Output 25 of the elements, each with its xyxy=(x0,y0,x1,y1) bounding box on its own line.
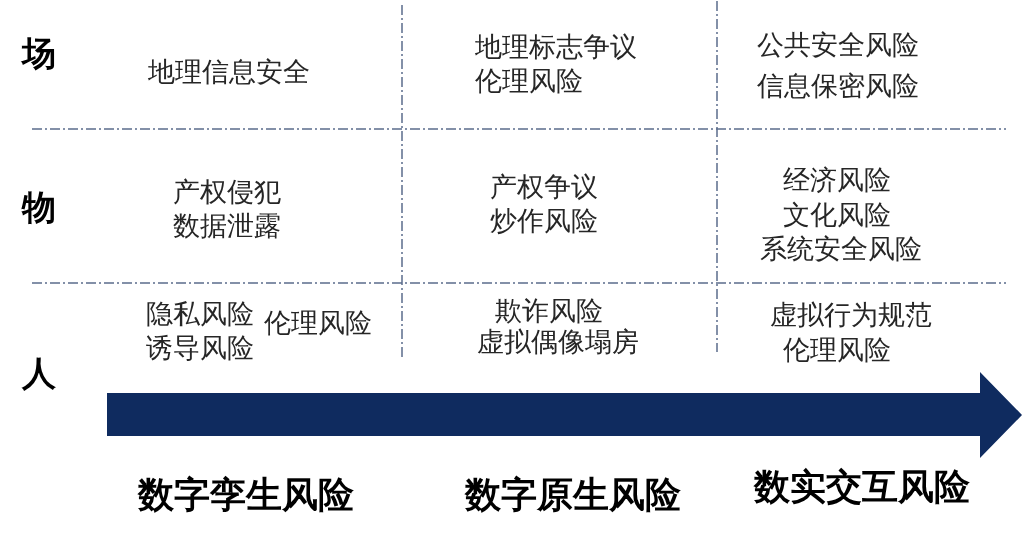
row-label: 物 xyxy=(22,190,56,224)
risk-item: 隐私风险 xyxy=(146,300,254,327)
row-label: 人 xyxy=(22,356,56,390)
row-label: 场 xyxy=(22,36,56,70)
risk-item: 诱导风险 xyxy=(146,334,254,361)
stage-label: 数字原生风险 xyxy=(465,477,681,513)
risk-item: 产权争议 xyxy=(490,173,598,200)
risk-item: 信息保密风险 xyxy=(757,72,919,99)
risk-item: 产权侵犯 xyxy=(173,178,281,205)
risk-item: 文化风险 xyxy=(783,201,891,228)
risk-item: 系统安全风险 xyxy=(760,235,922,262)
stage-label: 数实交互风险 xyxy=(754,469,970,505)
stage-label: 数字孪生风险 xyxy=(138,477,354,513)
risk-item: 炒作风险 xyxy=(490,207,598,234)
risk-item: 经济风险 xyxy=(783,166,891,193)
risk-item: 伦理风险 xyxy=(475,67,583,94)
risk-item: 虚拟偶像塌房 xyxy=(477,328,639,355)
risk-item: 地理标志争议 xyxy=(475,33,637,60)
risk-item: 地理信息安全 xyxy=(148,58,310,85)
risk-item: 伦理风险 xyxy=(264,309,372,336)
risk-item: 虚拟行为规范 xyxy=(770,301,932,328)
risk-item: 公共安全风险 xyxy=(757,31,919,58)
risk-item: 数据泄露 xyxy=(173,212,281,239)
risk-item: 伦理风险 xyxy=(783,336,891,363)
risk-item: 欺诈风险 xyxy=(495,297,603,324)
